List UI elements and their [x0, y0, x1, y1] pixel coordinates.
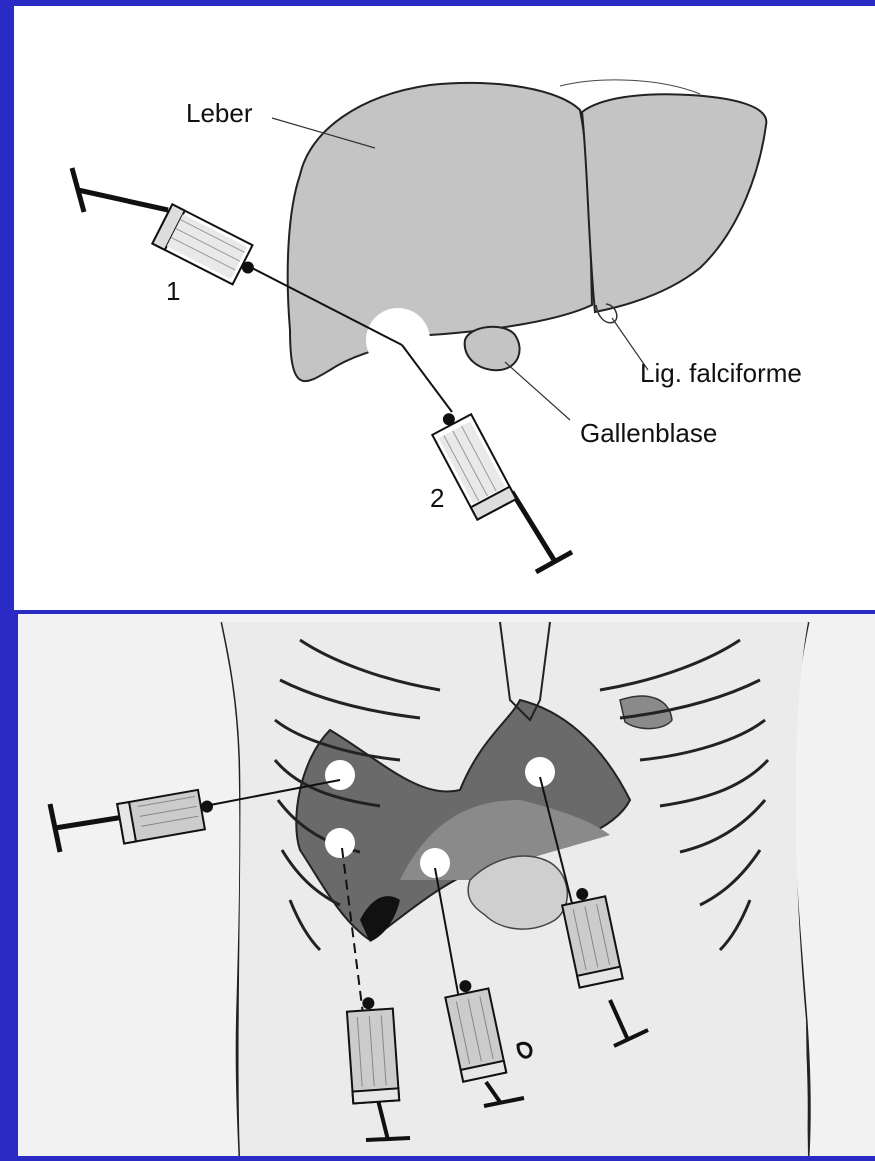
gallbladder	[465, 327, 520, 370]
liver-left-lobe	[582, 94, 766, 312]
leader-gallbladder	[505, 362, 570, 420]
label-lig-falciforme: Lig. falciforme	[640, 358, 802, 388]
thorax-diagram-panel	[18, 614, 875, 1156]
syringe-1	[72, 168, 263, 290]
injection-site	[366, 308, 430, 372]
syringe-2	[427, 404, 572, 572]
liver-top-line	[560, 80, 700, 94]
label-syringe-1: 1	[166, 276, 180, 306]
liver-right-lobe	[288, 83, 592, 381]
liver-diagram: Leber 1 Lig. falciforme Gallenblase 2	[14, 6, 875, 610]
thorax-diagram	[18, 614, 875, 1156]
label-leber: Leber	[186, 98, 253, 128]
liver-diagram-panel: Leber 1 Lig. falciforme Gallenblase 2	[14, 6, 875, 610]
label-syringe-2: 2	[430, 483, 444, 513]
injection-site-4	[525, 757, 555, 787]
label-gallenblase: Gallenblase	[580, 418, 717, 448]
injection-site-2	[325, 828, 355, 858]
needle-2	[402, 345, 452, 412]
syringe-a	[50, 788, 217, 852]
injection-site-1	[325, 760, 355, 790]
